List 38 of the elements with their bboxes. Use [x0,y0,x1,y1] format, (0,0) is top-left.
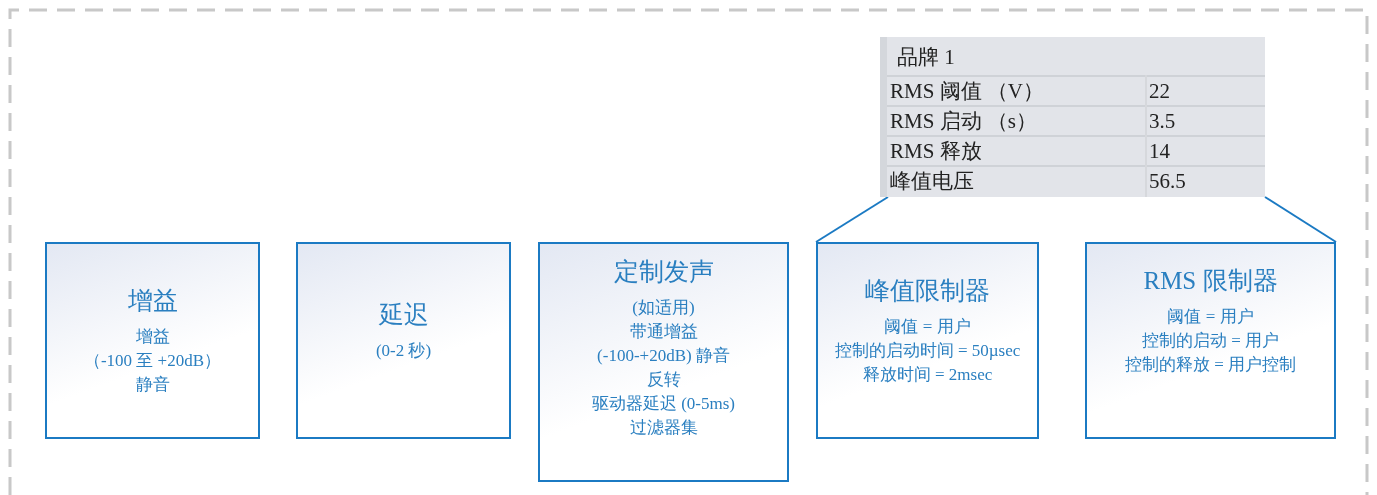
table-header: 品牌 1 [897,44,955,71]
data-table [880,37,1265,197]
box-text: 静音 [135,374,170,396]
box-text: 控制的启动 = 用户 [1141,330,1280,352]
table-cell-text: 56.5 [1149,168,1186,195]
box-text: (0-2 秒) [375,340,432,362]
table-cell-text: 14 [1149,138,1170,165]
box-title: RMS 限制器 [1143,266,1278,296]
box-text: 增益 [135,326,170,348]
process-box [296,242,511,439]
table-cell-text: 22 [1149,78,1170,105]
box-text: 驱动器延迟 (0-5ms) [591,392,736,415]
box-text: （-100 至 +20dB） [83,350,222,372]
process-box [538,242,789,482]
process-box [1085,242,1336,439]
box-text: 控制的释放 = 用户控制 [1124,354,1297,376]
box-title: 定制发声 [613,256,714,287]
box-text: 过滤器集 [629,416,698,439]
box-text: 控制的启动时间 = 50µsec [834,340,1021,362]
table-cell-text: 3.5 [1149,108,1176,135]
callout-line [815,196,889,243]
table-cell-text: RMS 启动 （s） [890,108,1038,135]
box-title: 延迟 [378,300,429,330]
table-cell-text: RMS 阈值 （V） [890,78,1045,105]
box-title: 峰值限制器 [865,276,990,306]
table-cell-text: 峰值电压 [890,168,974,195]
box-text: (如适用) [632,296,695,319]
box-text: 阈值 = 用户 [884,316,971,338]
box-text: 反转 [646,368,681,391]
box-text: (-100-+20dB) 静音 [597,344,730,367]
box-text: 带通增益 [629,320,698,343]
box-text: 释放时间 = 2msec [862,364,993,386]
process-box [816,242,1039,439]
callout-line [1264,196,1337,243]
process-box [45,242,260,439]
box-text: 阈值 = 用户 [1167,306,1254,328]
table-cell-text: RMS 释放 [890,138,982,165]
box-title: 增益 [127,286,178,316]
